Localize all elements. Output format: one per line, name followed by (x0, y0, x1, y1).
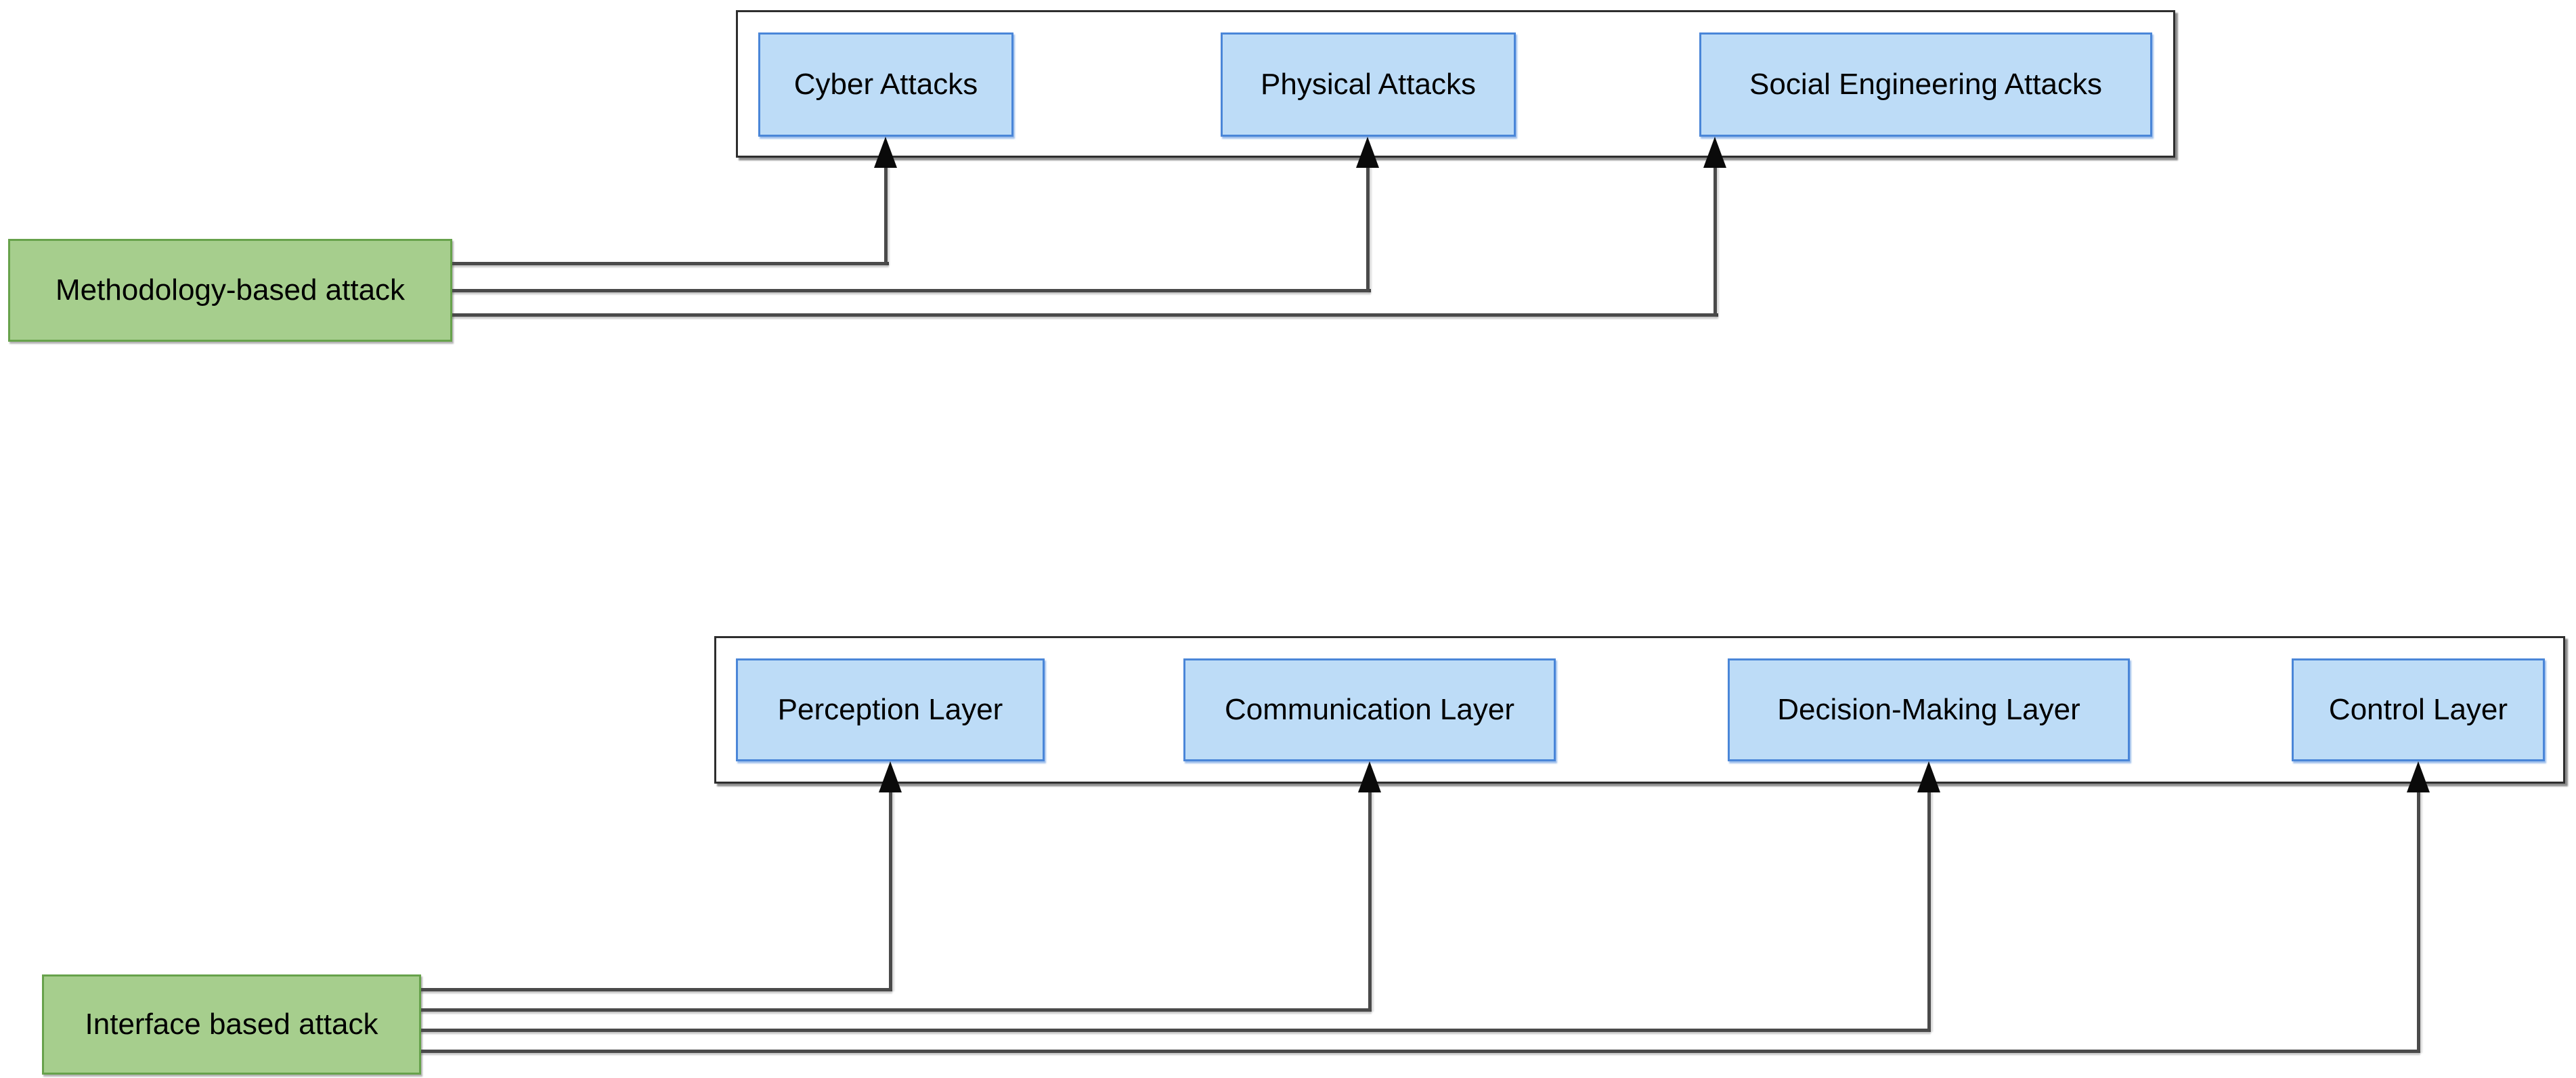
connector-interface-decision-vline (1927, 788, 1931, 1032)
node-methodology-based-attack: Methodology-based attack (8, 239, 452, 342)
connector-methodology-social-vline (1713, 165, 1717, 317)
connector-interface-decision-arrowhead-icon (1917, 761, 1940, 792)
connector-interface-perception-vline (889, 788, 892, 991)
node-social-engineering-attacks: Social Engineering Attacks (1699, 32, 2152, 137)
connector-methodology-social-arrowhead-icon (1703, 137, 1726, 168)
node-interface-based-attack: Interface based attack (42, 974, 421, 1075)
connector-interface-communication-vline (1368, 788, 1372, 1012)
connector-interface-communication-arrowhead-icon (1358, 761, 1381, 792)
connector-methodology-cyber-arrowhead-icon (874, 137, 897, 168)
node-cyber-attacks: Cyber Attacks (758, 32, 1013, 137)
connector-interface-perception-arrowhead-icon (879, 761, 902, 792)
node-perception-layer: Perception Layer (736, 658, 1045, 761)
node-decision-making-layer: Decision-Making Layer (1728, 658, 2130, 761)
connector-interface-control-arrowhead-icon (2407, 761, 2430, 792)
connector-interface-control-hline (421, 1050, 2420, 1053)
connector-methodology-physical-hline (452, 289, 1371, 292)
connector-interface-control-vline (2417, 788, 2420, 1053)
connector-interface-communication-hline (421, 1008, 1372, 1012)
node-physical-attacks: Physical Attacks (1221, 32, 1516, 137)
connector-interface-perception-hline (421, 988, 892, 991)
connector-methodology-physical-vline (1366, 165, 1370, 292)
connector-methodology-physical-arrowhead-icon (1356, 137, 1379, 168)
node-control-layer: Control Layer (2292, 658, 2545, 761)
connector-methodology-cyber-hline (452, 262, 889, 265)
node-communication-layer: Communication Layer (1183, 658, 1556, 761)
connector-methodology-social-hline (452, 313, 1718, 317)
connector-methodology-cyber-vline (884, 165, 888, 265)
connector-interface-decision-hline (421, 1029, 1931, 1032)
